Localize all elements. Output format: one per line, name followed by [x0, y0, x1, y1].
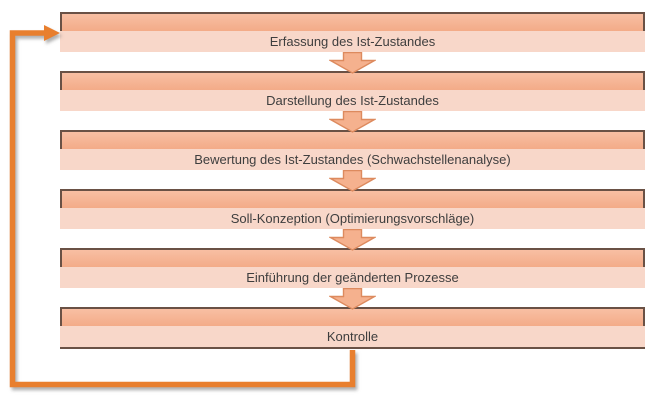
step-label-band: Bewertung des Ist-Zustandes (Schwachstel… — [60, 149, 645, 170]
process-step: Erfassung des Ist-Zustandes — [60, 12, 645, 54]
process-step: Darstellung des Ist-Zustandes — [60, 71, 645, 113]
step-label-band: Kontrolle — [60, 326, 645, 349]
down-arrow-icon — [329, 229, 376, 251]
step-label-band: Einführung der geänderten Prozesse — [60, 267, 645, 288]
step-label-band: Soll-Konzeption (Optimierungsvorschläge) — [60, 208, 645, 229]
step-label: Darstellung des Ist-Zustandes — [266, 93, 439, 108]
down-arrow-icon — [329, 52, 376, 74]
step-label: Bewertung des Ist-Zustandes (Schwachstel… — [194, 152, 511, 167]
step-top-band — [60, 12, 645, 31]
process-step: Bewertung des Ist-Zustandes (Schwachstel… — [60, 130, 645, 172]
step-label-band: Darstellung des Ist-Zustandes — [60, 90, 645, 111]
process-step: Kontrolle — [60, 307, 645, 349]
step-label-band: Erfassung des Ist-Zustandes — [60, 31, 645, 52]
process-step: Einführung der geänderten Prozesse — [60, 248, 645, 290]
down-arrow-icon — [329, 170, 376, 192]
process-step: Soll-Konzeption (Optimierungsvorschläge) — [60, 189, 645, 231]
down-arrow-icon — [329, 288, 376, 310]
step-label: Soll-Konzeption (Optimierungsvorschläge) — [230, 211, 475, 226]
process-steps: Erfassung des Ist-Zustandes Darstellung … — [60, 12, 645, 349]
step-label: Kontrolle — [326, 329, 379, 344]
down-arrow-icon — [329, 111, 376, 133]
step-label: Einführung der geänderten Prozesse — [246, 270, 459, 285]
step-label: Erfassung des Ist-Zustandes — [269, 34, 436, 49]
